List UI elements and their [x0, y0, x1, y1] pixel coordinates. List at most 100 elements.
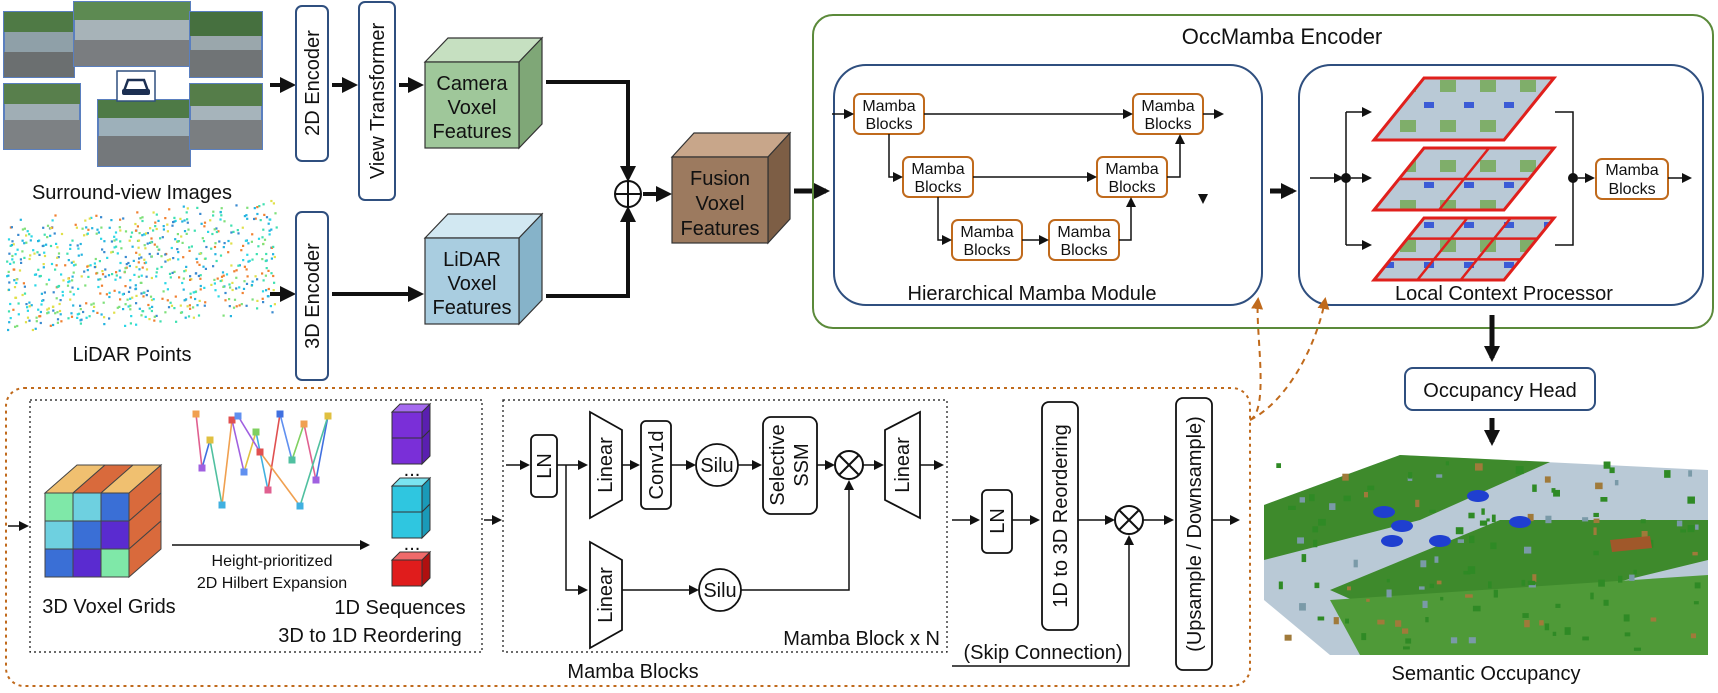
- hmm-block-2-line2: Blocks: [1144, 116, 1191, 133]
- hmm-title: Hierarchical Mamba Module: [908, 283, 1157, 305]
- encoder-3d-label: 3D Encoder: [302, 243, 324, 349]
- camera-image-5: [97, 99, 191, 167]
- camera-image-3: [189, 11, 263, 78]
- camera-voxel-features-cube: Camera Voxel Features: [423, 36, 544, 150]
- car-voxel: [1381, 535, 1403, 547]
- linear-out: Linear: [884, 410, 921, 520]
- mamba-blocks-panel: Mamba Blocks 3D Voxel Grids Height-prior…: [5, 297, 1330, 687]
- hilbert-node: [264, 486, 272, 494]
- seq-dots-1: ...: [404, 459, 421, 481]
- hilbert-node: [192, 410, 200, 418]
- conv1d: Conv1d: [640, 420, 672, 510]
- hilbert-node: [288, 456, 296, 464]
- multiply-2: [1114, 505, 1144, 535]
- multiply-1: [834, 450, 864, 480]
- hmm-block-6-line1: Mamba: [1057, 224, 1110, 241]
- lcp-title: Local Context Processor: [1395, 283, 1613, 305]
- encoder-2d-label: 2D Encoder: [302, 30, 324, 136]
- camera-feature-line2: Voxel: [448, 97, 497, 119]
- linear-2-label: Linear: [595, 567, 617, 623]
- silu-2-label: Silu: [703, 580, 736, 602]
- sequence-stack-3: [390, 550, 432, 588]
- hilbert-curve: [192, 410, 332, 510]
- lcp-plane-3: [1370, 216, 1558, 282]
- hmm-block-4-line1: Mamba: [1105, 161, 1158, 178]
- view-transformer: View Transformer: [358, 1, 396, 201]
- camera-image-6: [189, 83, 263, 150]
- view-transformer-label: View Transformer: [367, 22, 389, 179]
- car-icon: [116, 70, 156, 102]
- hmm-block-2-line1: Mamba: [1141, 98, 1194, 115]
- hilbert-node: [324, 412, 332, 420]
- hilbert-node: [296, 502, 304, 510]
- ln-2-label: LN: [987, 508, 1009, 534]
- hmm-block-3-line1: Mamba: [911, 161, 964, 178]
- fusion-feature-line1: Fusion: [690, 168, 750, 190]
- lcp-plane-1: [1370, 76, 1558, 142]
- fusion-add-operator: [614, 180, 642, 208]
- surround-view-images: Surround-view Images: [3, 1, 263, 204]
- hilbert-line1: Height-prioritized: [212, 553, 333, 570]
- hilbert-node: [256, 448, 264, 456]
- sequence-stack-1: [390, 402, 432, 466]
- occmamba-encoder-title: OccMamba Encoder: [1182, 24, 1383, 49]
- camera-image-1: [3, 11, 75, 78]
- lidar-voxel-features-cube: LiDAR Voxel Features: [423, 212, 544, 326]
- ln-1-label: LN: [534, 453, 556, 479]
- encoder-3d: 3D Encoder: [295, 211, 329, 381]
- camera-image-4: [3, 83, 81, 150]
- layer-norm-2: LN: [981, 489, 1013, 554]
- silu-1: Silu: [695, 443, 739, 487]
- images-label: Surround-view Images: [32, 182, 232, 204]
- hmm-block-5-line2: Blocks: [963, 242, 1010, 259]
- fusion-feature-line3: Features: [681, 218, 760, 240]
- hilbert-node: [198, 464, 206, 472]
- occupancy-head-label: Occupancy Head: [1423, 380, 1576, 402]
- reorder-1d-3d: 1D to 3D Reordering: [1041, 401, 1079, 631]
- hmm-block-5-line1: Mamba: [960, 224, 1013, 241]
- lcp-mamba-blocks: Mamba Blocks: [1595, 158, 1669, 200]
- upsample-downsample: (Upsample / Downsample): [1175, 397, 1213, 671]
- lidar-feature-line3: Features: [433, 297, 512, 319]
- layer-norm-1: LN: [530, 434, 558, 498]
- seq-dots-2: ...: [404, 533, 421, 555]
- hmm-block-1-line2: Blocks: [865, 116, 912, 133]
- hmm-block-6-line2: Blocks: [1060, 242, 1107, 259]
- lidar-label: LiDAR Points: [73, 344, 192, 366]
- voxel-grids-label: 3D Voxel Grids: [42, 596, 175, 618]
- car-voxel: [1373, 506, 1395, 518]
- lidar-point-cloud: LiDAR Points: [6, 199, 278, 366]
- semantic-occupancy-label: Semantic Occupancy: [1392, 663, 1581, 685]
- sequences-label: 1D Sequences: [334, 597, 465, 619]
- fusion-voxel-features-cube: Fusion Voxel Features: [670, 131, 792, 245]
- car-voxel: [1429, 535, 1451, 547]
- car-voxel: [1391, 520, 1413, 532]
- voxel-grid-cube: [43, 463, 163, 579]
- hierarchical-mamba-module: Hierarchical Mamba Module MambaBlocksMam…: [832, 64, 1263, 306]
- sequence-stacks: [390, 402, 432, 588]
- car-voxel: [1509, 516, 1531, 528]
- local-context-processor: Local Context Processor Mamba Blocks: [1298, 64, 1704, 306]
- hilbert-node: [218, 501, 226, 509]
- lidar-feature-line1: LiDAR: [443, 249, 501, 271]
- sequence-stack-2: [390, 476, 432, 540]
- hilbert-node: [206, 436, 214, 444]
- hilbert-node: [276, 410, 284, 418]
- camera-feature-line1: Camera: [436, 73, 508, 95]
- hilbert-node: [234, 412, 242, 420]
- skip-connection-label: (Skip Connection): [964, 642, 1123, 664]
- ssm-line2: SSM: [791, 443, 813, 486]
- hmm-block-4-line2: Blocks: [1108, 179, 1155, 196]
- silu-2: Silu: [698, 568, 742, 612]
- conv1d-label: Conv1d: [646, 431, 668, 500]
- hmm-block-3-line2: Blocks: [914, 179, 961, 196]
- ssm-line1: Selective: [767, 424, 789, 505]
- hilbert-node: [228, 416, 236, 424]
- block-x-n-label: Mamba Block x N: [783, 628, 940, 650]
